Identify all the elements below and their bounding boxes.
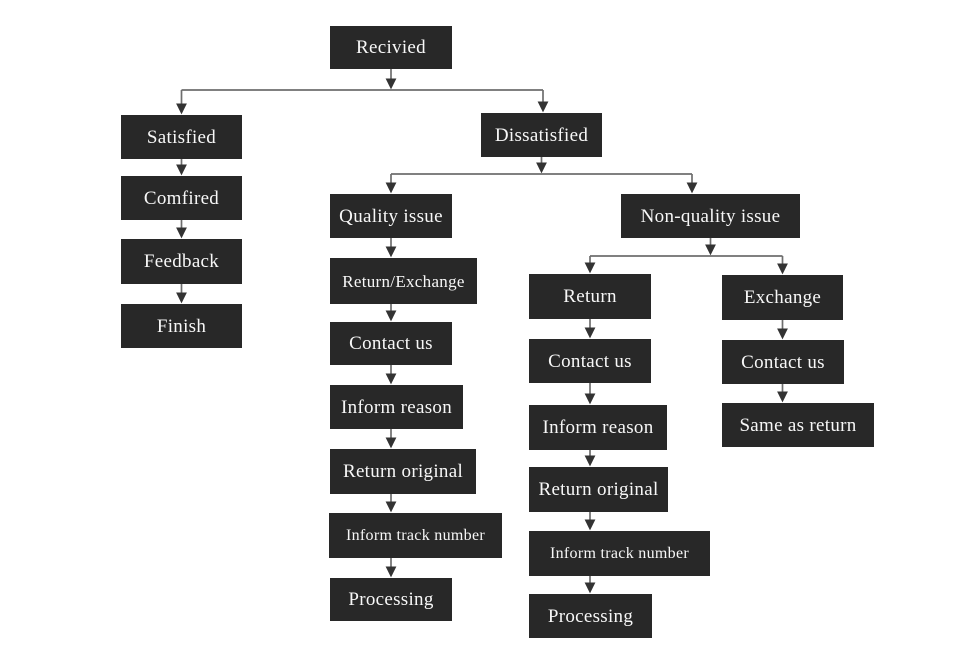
node-comfired: Comfired: [121, 176, 242, 220]
connector-dissatisfied-branch: [385, 157, 698, 194]
node-quality-processing: Processing: [330, 578, 452, 621]
node-return: Return: [529, 274, 651, 319]
node-quality-inform-track-number: Inform track number: [329, 513, 502, 558]
node-return-processing: Processing: [529, 594, 652, 638]
connector-recivied-branch: [175, 69, 549, 115]
node-quality-contact-us: Contact us: [330, 322, 452, 365]
node-quality-inform-reason: Inform reason: [330, 385, 463, 429]
node-feedback: Feedback: [121, 239, 242, 284]
node-return-exchange: Return/Exchange: [330, 258, 477, 304]
connector-nonquality-branch: [584, 238, 789, 275]
node-non-quality-issue: Non-quality issue: [621, 194, 800, 238]
node-finish: Finish: [121, 304, 242, 348]
node-return-inform-reason: Inform reason: [529, 405, 667, 450]
node-return-return-original: Return original: [529, 467, 668, 512]
node-exchange: Exchange: [722, 275, 843, 320]
node-quality-return-original: Return original: [330, 449, 476, 494]
node-return-inform-track-number: Inform track number: [529, 531, 710, 576]
node-quality-issue: Quality issue: [330, 194, 452, 238]
node-exchange-contact-us: Contact us: [722, 340, 844, 384]
node-dissatisfied: Dissatisfied: [481, 113, 602, 157]
node-satisfied: Satisfied: [121, 115, 242, 159]
node-recivied: Recivied: [330, 26, 452, 69]
node-same-as-return: Same as return: [722, 403, 874, 447]
node-return-contact-us: Contact us: [529, 339, 651, 383]
